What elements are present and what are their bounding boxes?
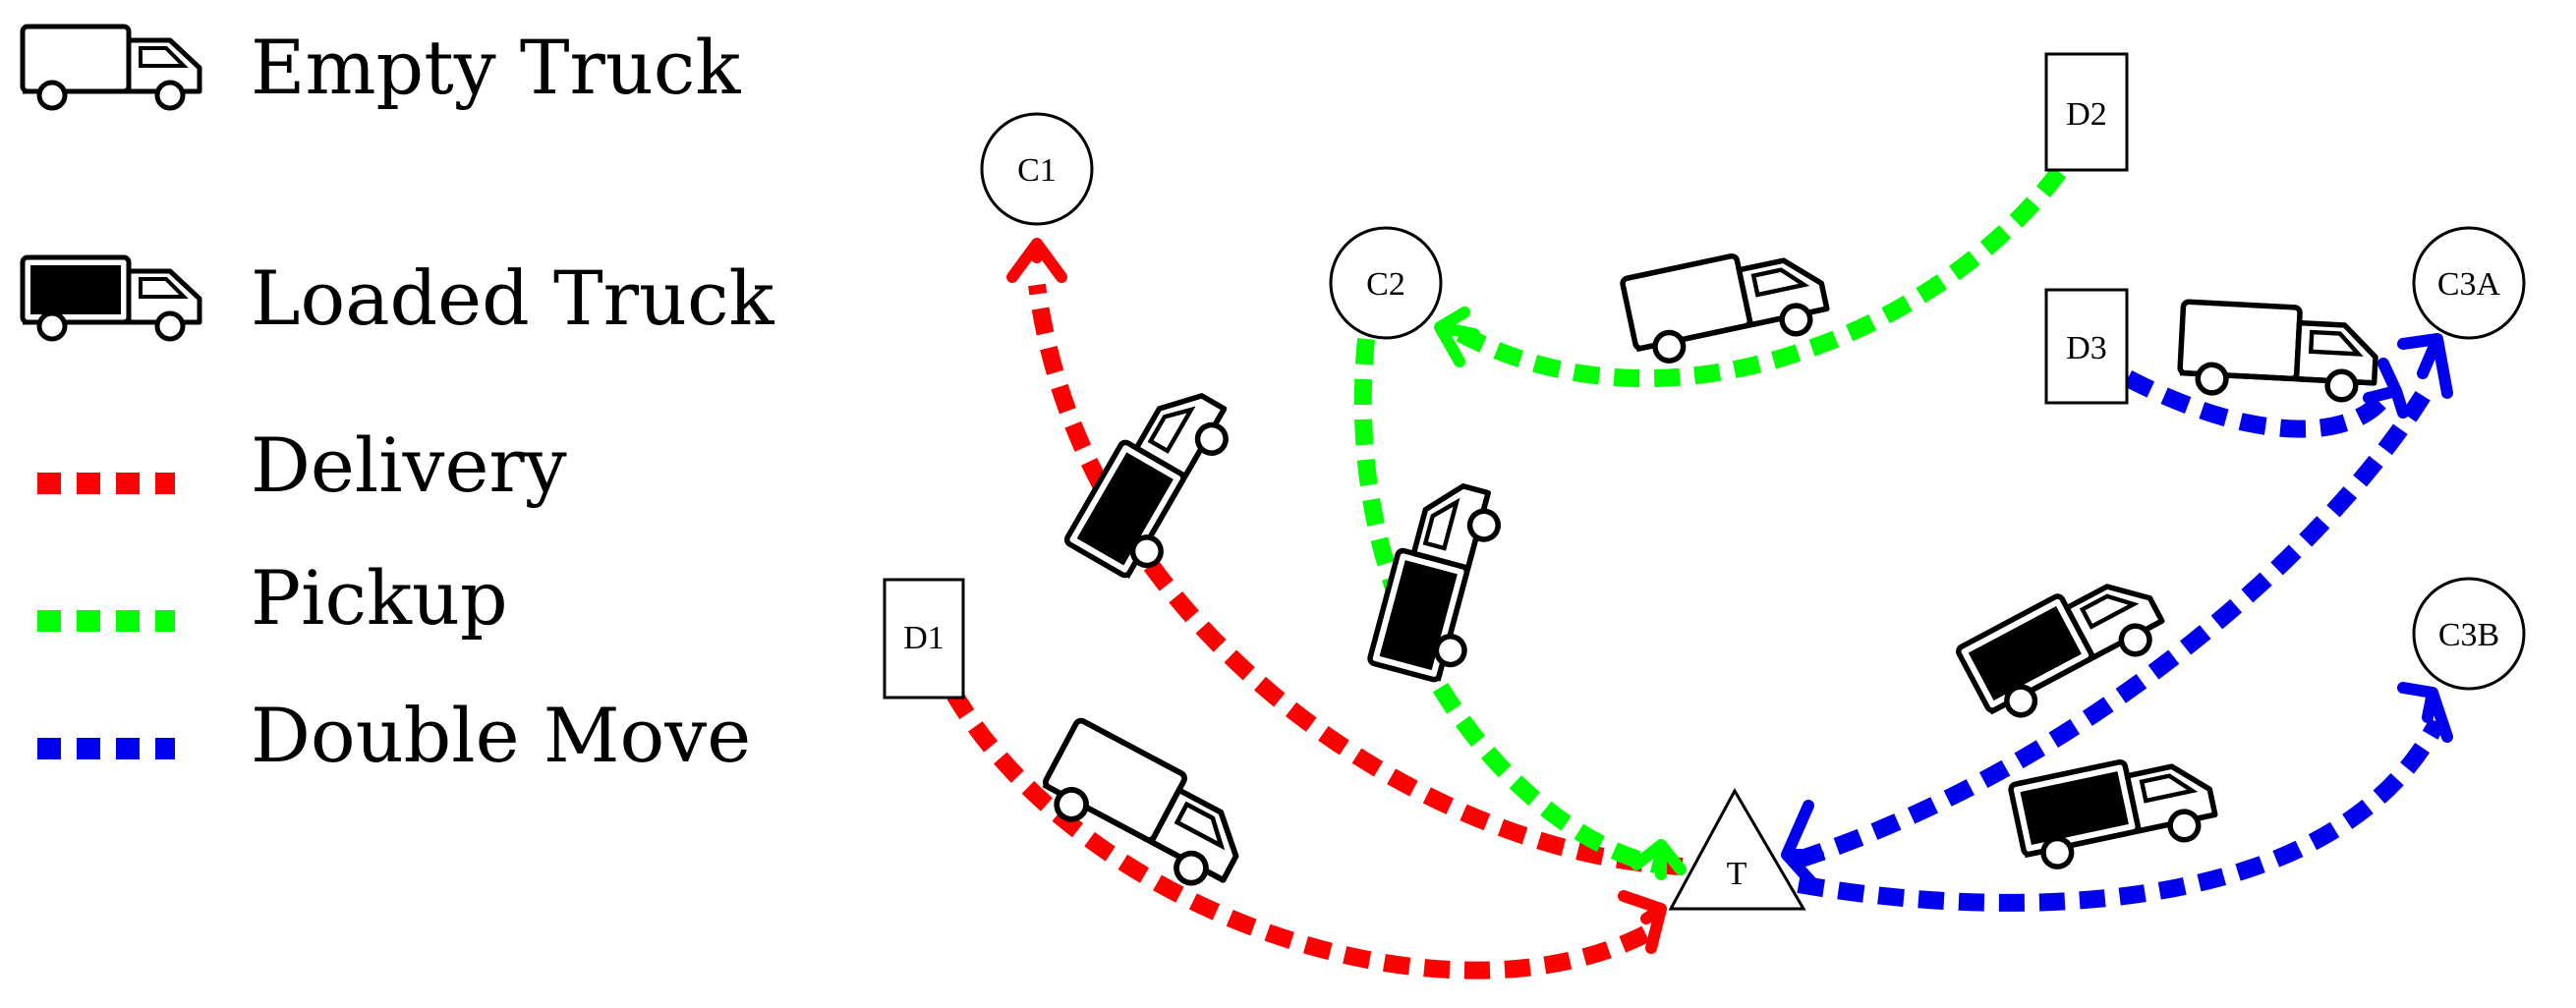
- empty-truck-icon: [2179, 302, 2378, 402]
- route-d1-to-terminal: [945, 688, 1661, 980]
- route-terminal-to-c1: [1028, 283, 1684, 875]
- legend-delivery: Delivery: [251, 421, 567, 509]
- loaded-truck-icon: [23, 257, 200, 339]
- node-label-c3b: C3B: [2438, 617, 2499, 653]
- route-d3-to-c3a: [2123, 370, 2391, 438]
- node-label-d3: D3: [2066, 330, 2107, 366]
- arrowhead-c3a-from-terminal: [2397, 333, 2453, 399]
- node-label-d1: D1: [903, 620, 945, 656]
- route-terminal-to-c3b: [1797, 717, 2446, 912]
- loaded-truck-icon: [1369, 475, 1506, 686]
- node-label-c2: C2: [1366, 266, 1405, 303]
- depot-node-d3: D3: [2044, 288, 2129, 405]
- customer-node-c1: C1: [980, 112, 1094, 226]
- empty-truck-icon: [23, 27, 200, 108]
- arrowhead-c2: [1434, 307, 1480, 367]
- legend-empty-truck: Empty Truck: [251, 24, 741, 111]
- arrowhead-terminal-green: [1631, 839, 1687, 880]
- loaded-truck-icon: [2010, 745, 2219, 872]
- customer-node-c2: C2: [1329, 226, 1443, 340]
- legend: Empty Truck Loaded Truck Delivery Pickup…: [23, 24, 775, 779]
- route-c2-to-terminal: [1353, 338, 1658, 873]
- depot-node-d1: D1: [883, 578, 965, 700]
- terminal-node: T: [1668, 787, 1806, 911]
- customer-node-c3b: C3B: [2412, 577, 2526, 691]
- node-label-terminal: T: [1727, 856, 1747, 892]
- node-label-d2: D2: [2066, 96, 2107, 133]
- node-label-c3a: C3A: [2437, 266, 2501, 303]
- empty-truck-icon: [1622, 239, 1831, 366]
- route-terminal-to-c3a: [1796, 383, 2435, 868]
- arrowhead-c3a-from-d3: [2363, 358, 2409, 419]
- arrowhead-terminal-blue: [1781, 800, 1824, 890]
- legend-double-move: Double Move: [251, 692, 751, 779]
- route-d2-to-c2: [1448, 166, 2067, 388]
- legend-loaded-truck: Loaded Truck: [251, 254, 775, 342]
- arrowhead-terminal-red: [1618, 890, 1667, 954]
- depot-node-d2: D2: [2044, 52, 2129, 172]
- arrowhead-c1: [1006, 238, 1067, 283]
- arrowhead-c3b: [2397, 682, 2453, 743]
- customer-node-c3a: C3A: [2412, 226, 2526, 340]
- legend-pickup: Pickup: [251, 554, 508, 642]
- loaded-truck-icon: [1957, 558, 2171, 729]
- node-label-c1: C1: [1017, 152, 1057, 189]
